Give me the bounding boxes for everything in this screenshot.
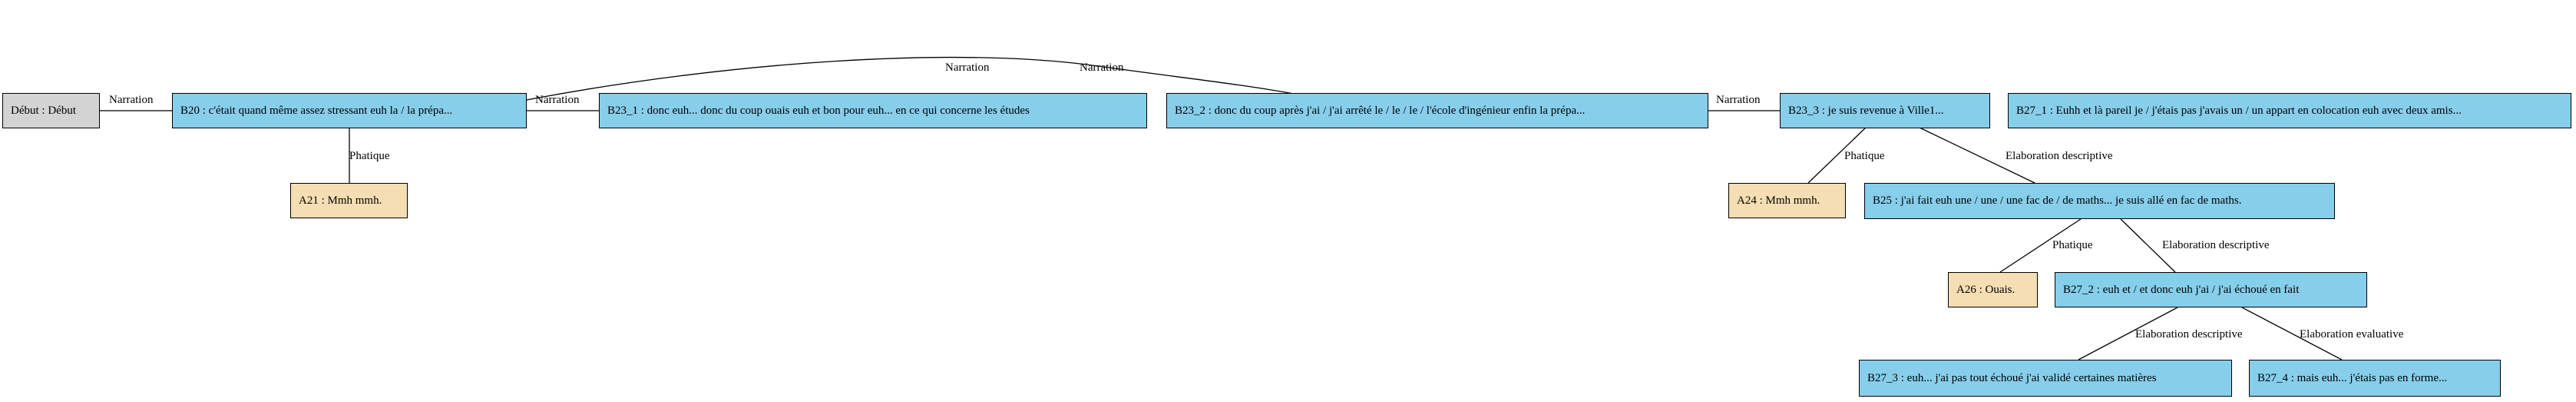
node-b25: B25 : j'ai fait euh une / une / une fac …: [1864, 183, 2335, 219]
edge-label-phatique-1: Phatique: [349, 150, 390, 162]
edge-b23-3-a24: [1807, 127, 1867, 184]
edge-label-phatique-3: Phatique: [2052, 239, 2093, 251]
node-b27-3: B27_3 : euh... j'ai pas tout échoué j'ai…: [1859, 360, 2232, 397]
node-b23-1: B23_1 : donc euh... donc du coup ouais e…: [599, 93, 1147, 128]
edge-b27-2-b27-4: [2241, 307, 2343, 360]
edge-label-narration-3: Narration: [945, 61, 990, 74]
node-a21: A21 : Mmh mmh.: [290, 183, 408, 218]
edge-b25-b27-2: [2120, 218, 2176, 273]
node-a24: A24 : Mmh mmh.: [1728, 183, 1846, 218]
edge-label-elab-desc-2: Elaboration descriptive: [2162, 239, 2270, 251]
edge-label-phatique-2: Phatique: [1844, 150, 1885, 162]
node-b27-1: B27_1 : Euhh et là pareil je / j'étais p…: [2008, 93, 2571, 128]
edge-label-narration-5: Narration: [1716, 94, 1761, 106]
node-b23-3: B23_3 : je suis revenue à Ville1...: [1780, 93, 1990, 128]
edge-label-narration-2: Narration: [535, 94, 580, 106]
node-a26: A26 : Ouais.: [1948, 272, 2038, 307]
edge-label-narration-4: Narration: [1080, 61, 1124, 74]
edge-label-narration-1: Narration: [109, 94, 154, 106]
node-b20: B20 : c'était quand même assez stressant…: [172, 93, 527, 128]
edge-label-elab-desc-3: Elaboration descriptive: [2135, 328, 2243, 341]
node-b27-2: B27_2 : euh et / et donc euh j'ai / j'ai…: [2055, 272, 2367, 307]
edge-b27-2-b27-3: [2078, 307, 2178, 360]
edge-label-elab-eval-1: Elaboration evaluative: [2300, 328, 2404, 341]
edge-b20-b23-2: [526, 56, 1295, 101]
edge-label-elab-desc-1: Elaboration descriptive: [2006, 150, 2113, 162]
node-b27-4: B27_4 : mais euh... j'étais pas en forme…: [2249, 360, 2501, 397]
node-b23-2: B23_2 : donc du coup après j'ai / j'ai a…: [1166, 93, 1708, 128]
edge-b25-a26: [1999, 218, 2082, 273]
edge-b23-3-b25: [1919, 127, 2035, 184]
node-debut: Début : Début: [2, 93, 100, 128]
